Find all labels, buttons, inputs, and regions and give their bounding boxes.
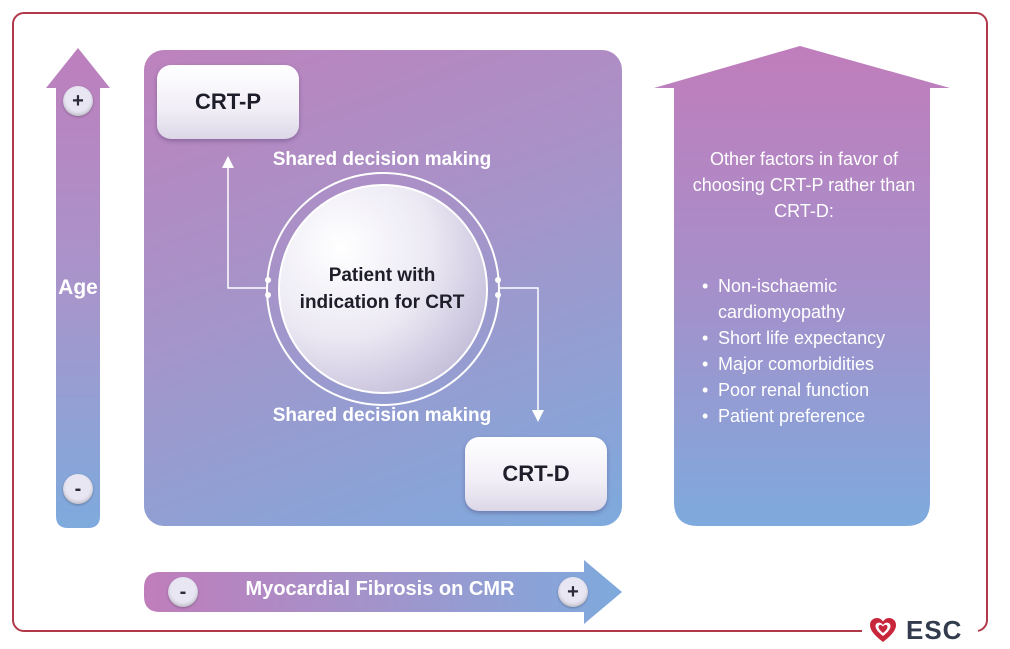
crt-d-box: CRT-D [465, 437, 607, 511]
factor-item: Patient preference [700, 403, 930, 429]
factor-item: Non-ischaemic cardiomyopathy [700, 273, 930, 325]
fibrosis-arrow [144, 560, 622, 624]
fibrosis-label: Myocardial Fibrosis on CMR [245, 578, 515, 600]
age-plus-sign: + [63, 86, 93, 116]
shared-decision-top: Shared decision making [272, 149, 492, 170]
factor-item: Major comorbidities [700, 351, 930, 377]
age-label: Age [58, 276, 98, 299]
factor-item: Short life expectancy [700, 325, 930, 351]
center-label: Patient with indication for CRT [299, 265, 465, 313]
crt-p-box: CRT-P [157, 65, 299, 139]
esc-logo: ESC [862, 612, 978, 648]
fibrosis-minus-sign: - [168, 577, 198, 607]
age-minus-sign: - [63, 474, 93, 504]
factors-list: Non-ischaemic cardiomyopathy Short life … [700, 273, 930, 429]
factor-item: Poor renal function [700, 377, 930, 403]
esc-logo-text: ESC [906, 614, 963, 645]
outer-frame [12, 12, 988, 632]
factors-heading: Other factors in favor of choosing CRT-P… [692, 149, 916, 221]
fibrosis-plus-sign: + [558, 577, 588, 607]
heart-icon [870, 618, 896, 642]
shared-decision-bottom: Shared decision making [272, 405, 492, 426]
age-arrow [46, 48, 110, 528]
